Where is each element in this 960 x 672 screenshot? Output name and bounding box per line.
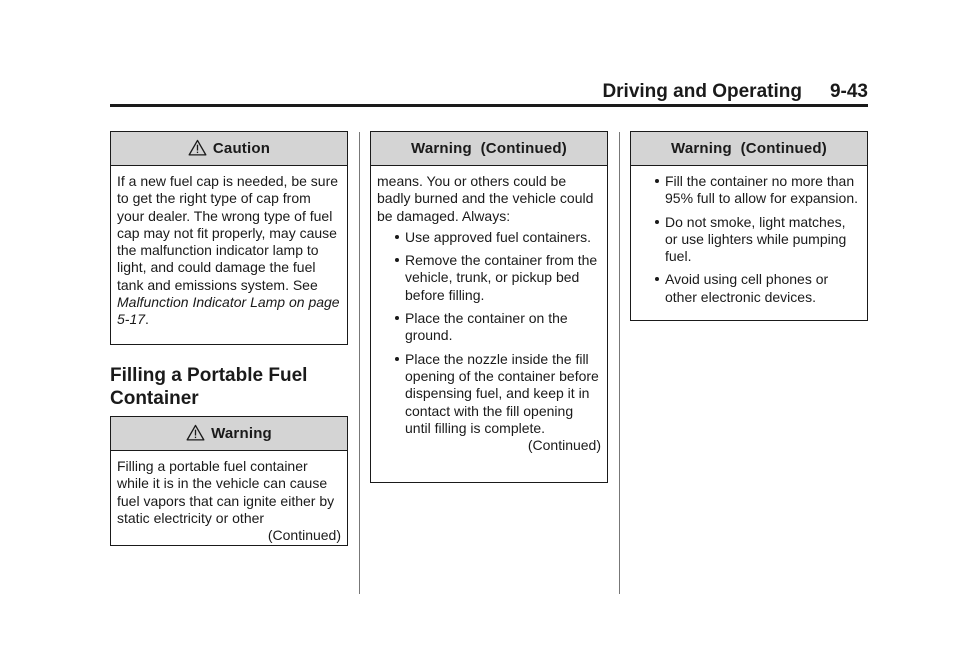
column-divider-1 <box>359 132 360 594</box>
warning-box-3-body: Fill the container no more than 95% full… <box>631 166 867 318</box>
section-title: Filling a Portable Fuel Container <box>110 365 308 409</box>
warning-box-3: Warning (Continued) Fill the container n… <box>630 131 868 321</box>
warning-box-3-list: Fill the container no more than 95% full… <box>637 173 861 306</box>
continued-label: (Continued) <box>267 527 341 544</box>
caution-title: Caution <box>212 140 271 157</box>
warning-continued-title: Warning (Continued) <box>411 140 567 157</box>
page-header: Driving and Operating 9-43 <box>110 80 868 107</box>
warning-triangle-icon <box>186 424 205 441</box>
list-item: Remove the container from the vehicle, t… <box>395 252 601 304</box>
caution-box-header: Caution <box>111 132 347 166</box>
malfunction-lamp-reference[interactable]: Malfunction Indicator Lamp on page 5-17 <box>117 294 340 328</box>
warning-triangle-icon <box>188 139 207 156</box>
column-divider-2 <box>619 132 620 594</box>
warning-box-2-text: means. You or others could be badly burn… <box>377 173 594 224</box>
list-item: Do not smoke, light matches, or use ligh… <box>655 214 861 266</box>
warning-box-1-body: Filling a portable fuel container while … <box>111 451 347 550</box>
warning-box-2: Warning (Continued) means. You or others… <box>370 131 608 483</box>
caution-box: Caution If a new fuel cap is needed, be … <box>110 131 348 345</box>
warning-continued-title: Warning (Continued) <box>671 140 827 157</box>
continued-label: (Continued) <box>527 437 601 454</box>
warning-box-2-body: means. You or others could be badly burn… <box>371 166 607 460</box>
section-name: Driving and Operating <box>602 81 802 102</box>
warning-box-1-header: Warning <box>111 417 347 451</box>
warning-box-1-text: Filling a portable fuel container while … <box>117 458 335 526</box>
list-item: Avoid using cell phones or other electro… <box>655 271 861 306</box>
list-item: Use approved fuel containers. <box>395 229 601 246</box>
list-item: Place the container on the ground. <box>395 310 601 345</box>
warning-box-2-header: Warning (Continued) <box>371 132 607 166</box>
warning-box-2-list: Use approved fuel containers. Remove the… <box>377 229 601 437</box>
caution-text: If a new fuel cap is needed, be sure to … <box>117 173 339 293</box>
warning-box-1: Warning Filling a portable fuel containe… <box>110 416 348 546</box>
warning-box-3-header: Warning (Continued) <box>631 132 867 166</box>
warning-title: Warning <box>211 425 272 442</box>
caution-body: If a new fuel cap is needed, be sure to … <box>117 173 340 328</box>
page-number: 9-43 <box>829 81 868 102</box>
list-item: Place the nozzle inside the fill opening… <box>395 351 601 437</box>
list-item: Fill the container no more than 95% full… <box>655 173 861 208</box>
